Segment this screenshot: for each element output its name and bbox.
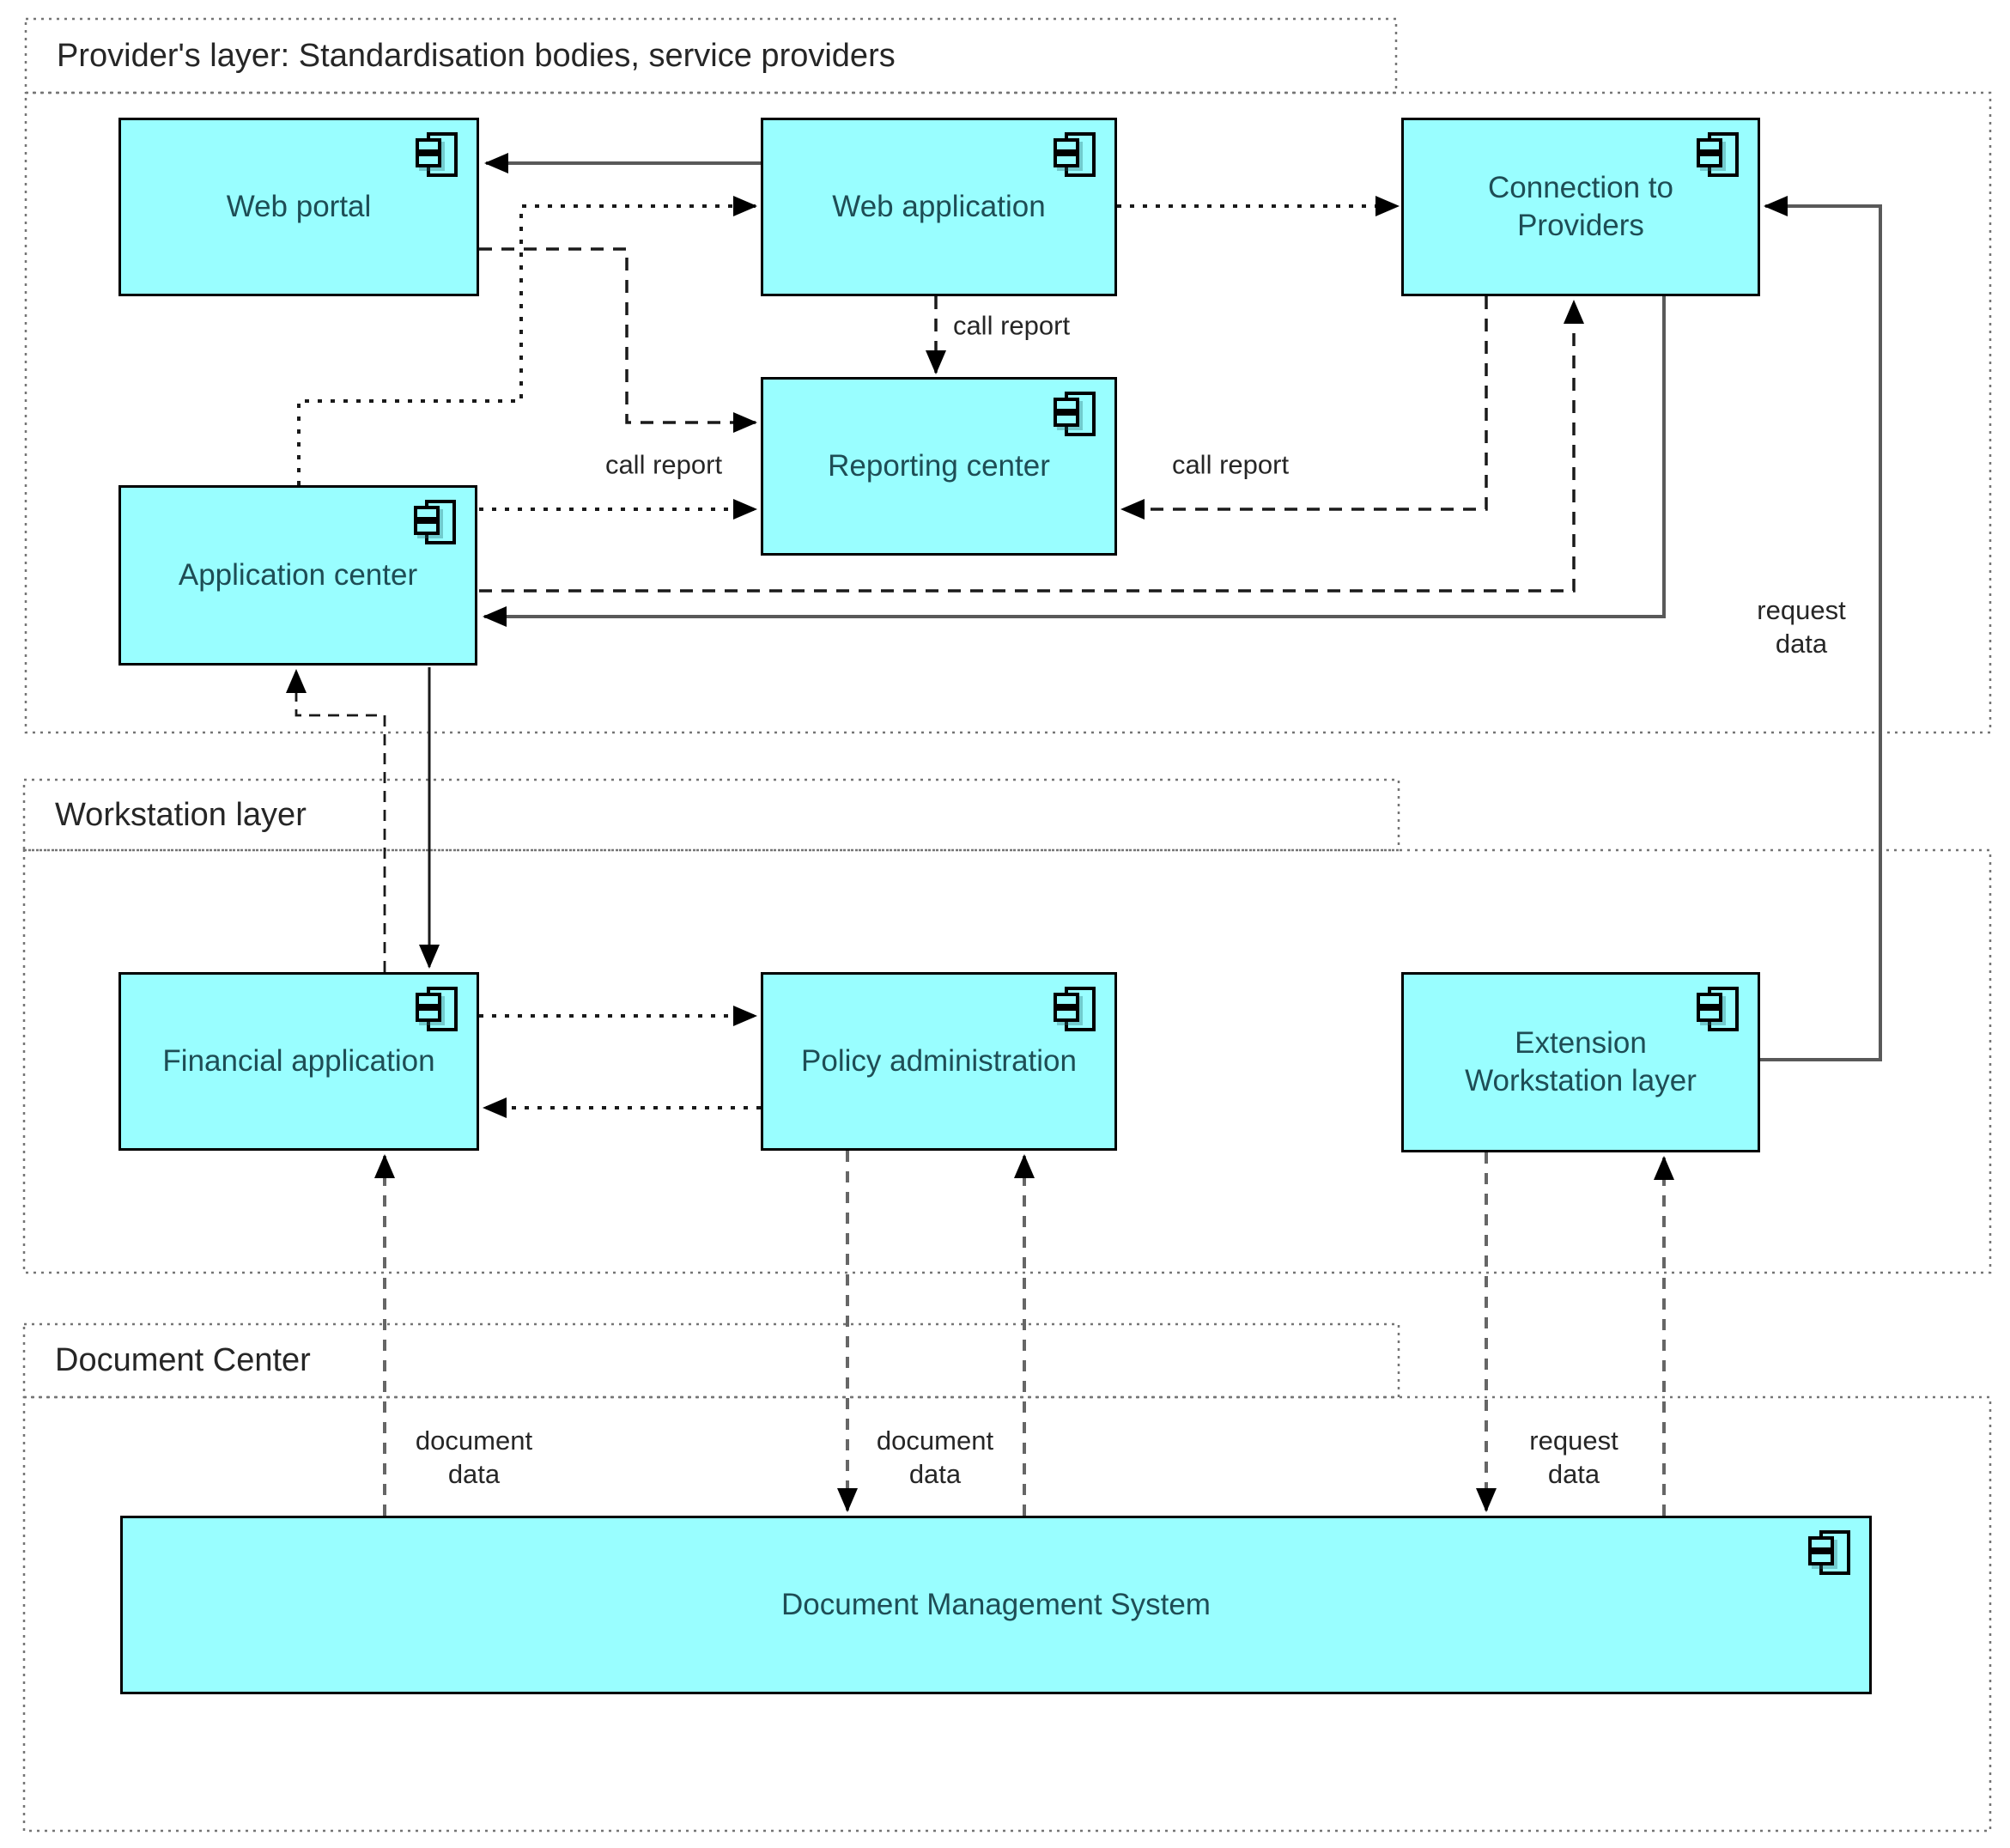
component-icon — [1054, 132, 1096, 177]
node-label: Document Management System — [781, 1588, 1211, 1621]
node-label: Policy administration — [801, 1044, 1077, 1078]
component-icon — [414, 500, 456, 544]
node-web-application: Web application — [761, 118, 1117, 296]
edge-label-call-report-top: call report — [952, 310, 1071, 341]
edge-financial-to-appcenter — [286, 669, 386, 972]
node-financial-application: Financial application — [118, 972, 479, 1151]
node-label: Web portal — [226, 190, 372, 223]
node-label: Connection to Providers — [1488, 171, 1673, 242]
providers-layer-title-box — [24, 17, 1398, 94]
node-extension-workstation-layer: Extension Workstation layer — [1401, 972, 1760, 1152]
providers-layer-title: Provider's layer: Standardisation bodies… — [57, 37, 896, 74]
component-icon — [1697, 987, 1739, 1031]
providers-layer-box — [24, 91, 1992, 734]
component-icon — [1808, 1530, 1850, 1575]
edge-label-call-report-right: call report — [1171, 449, 1290, 480]
component-icon — [416, 132, 458, 177]
edge-appcenter-to-connection — [479, 300, 1584, 593]
node-label: Reporting center — [828, 449, 1050, 483]
node-reporting-center: Reporting center — [761, 377, 1117, 556]
node-label: Financial application — [162, 1044, 435, 1078]
component-icon — [1054, 987, 1096, 1031]
edge-extension-to-connection — [1760, 196, 1882, 1061]
node-label: Application center — [178, 558, 418, 592]
node-application-center: Application center — [118, 485, 477, 666]
component-icon — [1054, 392, 1096, 436]
node-label: Extension Workstation layer — [1465, 1026, 1697, 1097]
node-web-portal: Web portal — [118, 118, 479, 296]
edge-connection-to-appcenter — [483, 296, 1666, 627]
component-icon — [416, 987, 458, 1031]
component-icon — [1697, 132, 1739, 177]
workstation-layer-title: Workstation layer — [55, 796, 307, 833]
edge-label-call-report-left: call report — [604, 449, 723, 480]
document-center-box — [22, 1395, 1992, 1833]
edge-connection-to-reporting — [1120, 296, 1488, 520]
node-label: Web application — [832, 190, 1046, 223]
edge-appcenter-to-webapp — [297, 196, 757, 485]
document-center-title: Document Center — [55, 1342, 311, 1378]
node-connection-to-providers: Connection to Providers — [1401, 118, 1760, 296]
edge-webportal-to-reporting — [479, 247, 757, 433]
workstation-layer-box — [22, 848, 1992, 1274]
node-policy-administration: Policy administration — [761, 972, 1117, 1151]
document-center-title-box — [22, 1322, 1400, 1399]
node-document-management-system: Document Management System — [120, 1516, 1872, 1694]
